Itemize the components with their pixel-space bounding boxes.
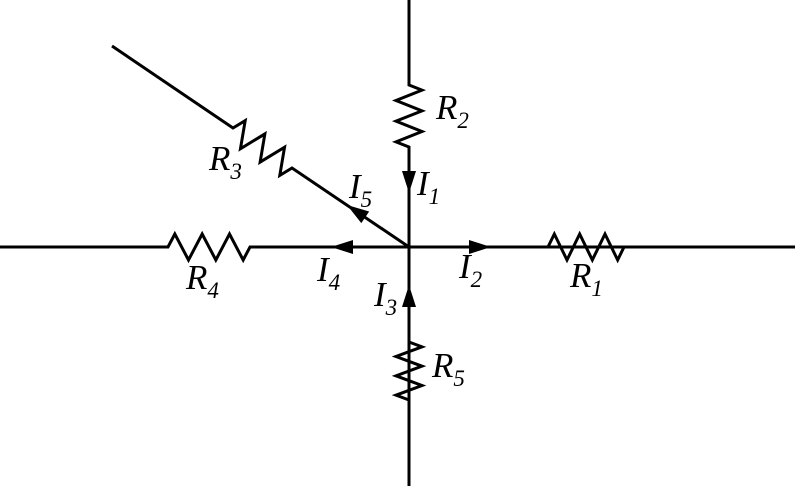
wire-branch-left-with-resistor-R4: [0, 230, 409, 264]
current-label-I3: I3: [373, 275, 397, 320]
current-label-I1: I1: [416, 164, 440, 209]
resistor-label-R4: R4: [185, 258, 219, 303]
current-label-I2: I2: [458, 247, 482, 292]
wire-branch-top-with-resistor-R2: [391, 0, 427, 247]
current-arrow-I2: [469, 240, 491, 254]
wire-branch-bottom-with-resistor-R5: [391, 247, 427, 486]
current-arrow-I3: [402, 285, 416, 307]
resistor-label-R1: R1: [569, 256, 603, 301]
current-arrow-I5: [347, 205, 370, 224]
current-arrow-I4: [331, 240, 353, 254]
wire-branch-diagonal-with-resistor-R3: [111, 44, 410, 249]
current-label-I4: I4: [316, 250, 340, 295]
resistor-label-R2: R2: [435, 88, 469, 133]
current-arrow-I1: [402, 171, 416, 193]
resistor-label-R3: R3: [208, 139, 242, 184]
wire-branch-right-with-resistor-R1: [409, 230, 795, 264]
resistor-label-R5: R5: [431, 346, 465, 391]
current-label-I5: I5: [348, 167, 372, 212]
